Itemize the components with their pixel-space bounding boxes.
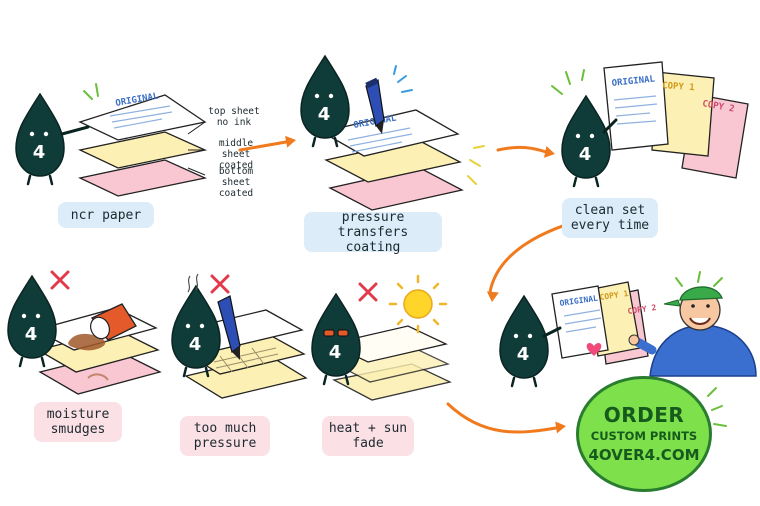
cta-line-website: 4OVER4.COM: [588, 445, 700, 464]
note-middle-sheet: middle sheet coated: [218, 138, 254, 171]
sunglasses-icon: [323, 329, 349, 337]
droplet-mascot: [560, 94, 612, 188]
heart-icon: [586, 343, 602, 356]
note-bottom-sheet: bottom sheet coated: [218, 166, 254, 199]
panel-pressure: ORIGINAL: [299, 54, 485, 211]
order-cta-badge[interactable]: ORDER CUSTOM PRINTS 4OVER4.COM: [576, 376, 712, 492]
label-too-much-pressure: too much pressure: [180, 416, 270, 456]
label-heat-sun: heat + sun fade: [322, 416, 414, 456]
cta-line-custom-prints: CUSTOM PRINTS: [590, 428, 698, 443]
panel-ncr-paper: ORIGINAL: [14, 83, 208, 197]
svg-text:COPY 1: COPY 1: [599, 289, 629, 302]
x-mark-icon: [210, 274, 230, 294]
customer-icon: [628, 286, 757, 377]
x-mark-icon: [50, 270, 70, 290]
pen-icon: [217, 295, 241, 360]
label-clean-set: clean set every time: [562, 198, 658, 238]
note-top-sheet: top sheet no ink: [208, 106, 260, 128]
cta-line-order: ORDER: [603, 402, 685, 427]
label-moisture: moisture smudges: [34, 402, 122, 442]
droplet-mascot: [14, 92, 66, 186]
svg-text:COPY 1: COPY 1: [662, 81, 695, 93]
panel-heat-sun: [310, 274, 452, 401]
svg-text:COPY 2: COPY 2: [627, 303, 657, 316]
panel-too-much-pressure: [170, 273, 308, 399]
pen-icon: [365, 77, 385, 134]
droplet-mascot: [498, 294, 550, 388]
coffee-cup-icon: [90, 303, 137, 341]
panel-clean-set: ORIGINAL COPY 1 COPY 2: [551, 61, 749, 188]
paper-stack: ORIGINAL: [77, 91, 208, 197]
label-pressure-transfers: pressure transfers coating: [304, 210, 442, 255]
x-mark-icon: [358, 282, 378, 302]
label-ncr-paper: ncr paper: [58, 202, 154, 228]
sun-icon: [388, 274, 448, 334]
panel-moisture: [6, 270, 162, 395]
svg-text:ORIGINAL: ORIGINAL: [611, 74, 656, 89]
cta-sparkles: [707, 387, 727, 427]
panel-handoff: ORIGINAL COPY 1 COPY 2: [498, 271, 757, 388]
